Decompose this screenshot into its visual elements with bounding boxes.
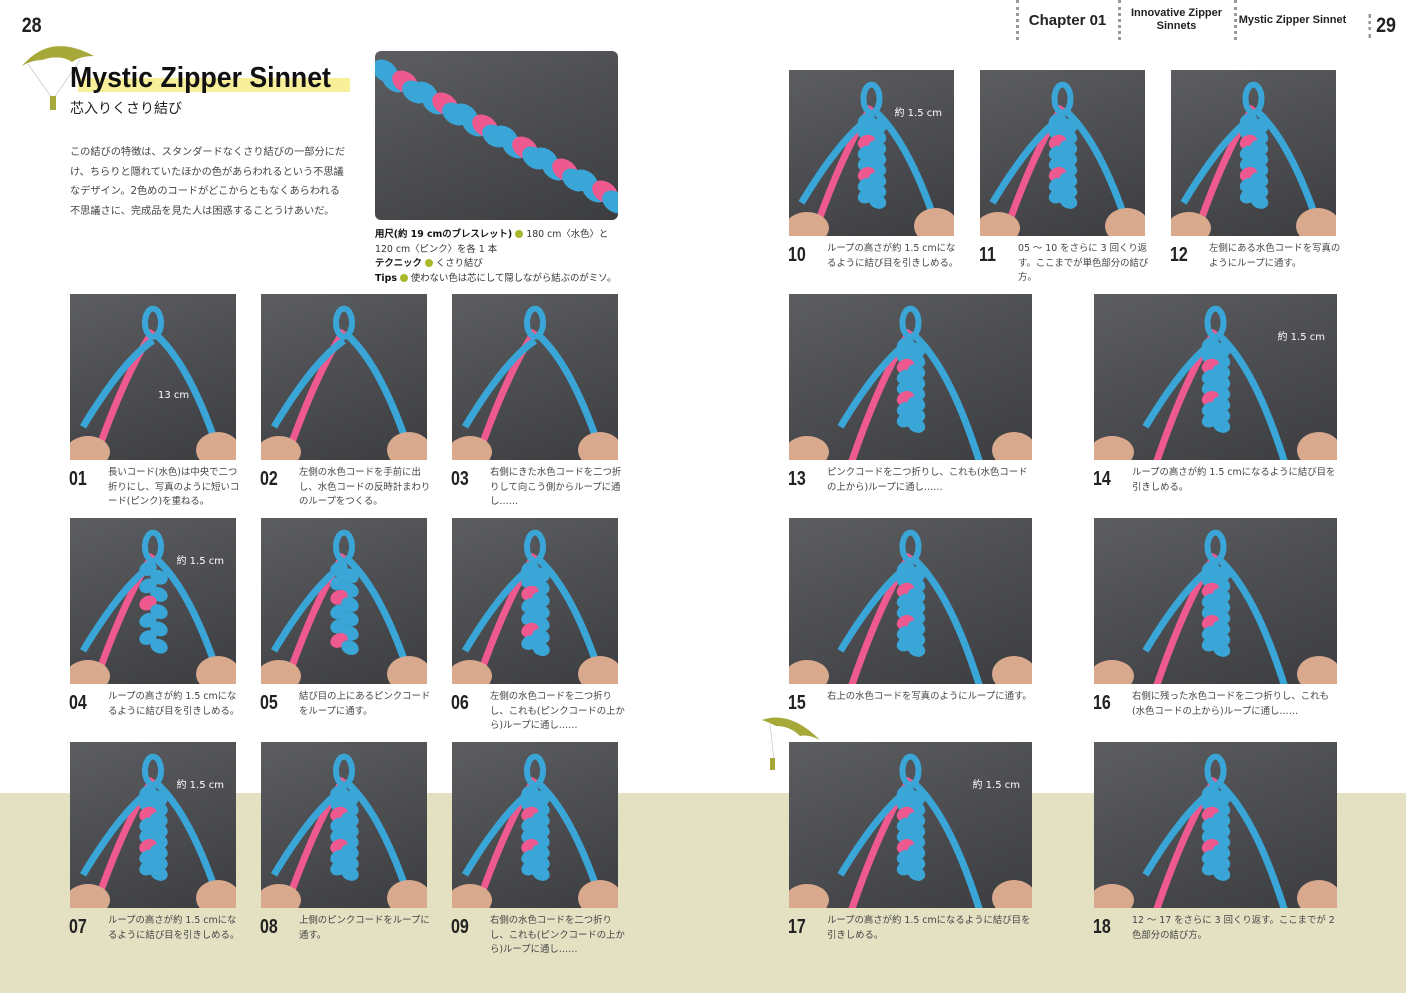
step-caption: 右上の水色コードを写真のようにループに通す。 — [827, 691, 1032, 702]
step-caption: ループの高さが約 1.5 cmになるように結び目を引きしめる。 — [1132, 467, 1336, 493]
step-caption: 右側にきた水色コードを二つ折りして向こう側からループに通し…… — [490, 467, 622, 507]
step-photo — [452, 742, 618, 908]
step-photo — [261, 518, 427, 684]
step-caption: ループの高さが約 1.5 cmになるように結び目を引きしめる。 — [108, 691, 240, 717]
step-caption: 長いコード(水色)は中央で二つ折りにし、写真のように短いコード(ピンク)を重ねる… — [108, 467, 240, 507]
step-caption: ループの高さが約 1.5 cmになるように結び目を引きしめる。 — [827, 915, 1031, 941]
spec-block: 用尺(約 19 cmのブレスレット)180 cm〈水色〉と 120 cm〈ピンク… — [375, 228, 625, 286]
tips-value: 使わない色は芯にして隠しながら結ぶのがミソ。 — [410, 272, 617, 284]
step-number: 13 — [788, 468, 806, 490]
step-number: 04 — [69, 692, 87, 714]
step-photo — [980, 70, 1145, 236]
step-photo — [1171, 70, 1336, 236]
technique-value: くさり結び — [435, 258, 483, 269]
step-number: 12 — [1170, 244, 1188, 266]
step-photo — [452, 294, 618, 460]
step-number: 07 — [69, 916, 87, 938]
step-photo — [789, 294, 1032, 460]
step-caption: 右側に残った水色コードを二つ折りし、これも(水色コードの上から)ループに通し…… — [1132, 691, 1329, 717]
title-highlight — [78, 78, 350, 92]
step-number: 01 — [69, 468, 87, 490]
header-tab-section: Innovative Zipper Sinnets — [1118, 0, 1232, 40]
step-number: 10 — [788, 244, 806, 266]
bullet-icon — [424, 259, 433, 267]
step-number: 03 — [451, 468, 469, 490]
step-number: 06 — [451, 692, 469, 714]
step-number: 18 — [1093, 916, 1111, 938]
finished-bracelet-photo — [375, 51, 618, 220]
measurement-label: 約 1.5 cm — [1277, 332, 1326, 343]
step-photo — [1094, 518, 1337, 684]
step-photo: 約 1.5 cm — [789, 70, 954, 236]
measurement-label: 約 1.5 cm — [176, 780, 225, 791]
step-number: 11 — [979, 244, 996, 266]
page-subtitle: 芯入りくさり結び — [70, 101, 182, 117]
step-photo — [452, 518, 618, 684]
measurement-label: 約 1.5 cm — [894, 108, 943, 119]
step-photo: 13 cm — [70, 294, 236, 460]
measurement-label: 約 1.5 cm — [972, 780, 1021, 791]
step-number: 08 — [260, 916, 278, 938]
intro-text: この結びの特徴は、スタンダードなくさり結びの一部分にだけ、ちらりと隠れていたほか… — [70, 147, 346, 217]
step-caption: ピンクコードを二つ折りし、これも(水色コードの上から)ループに通し…… — [827, 467, 1028, 493]
step-photo: 約 1.5 cm — [70, 742, 236, 908]
parachute-icon — [22, 46, 94, 110]
size-value: 180 cm〈水色〉と 120 cm〈ピンク〉を各 1 本 — [375, 229, 609, 255]
step-caption: 左側にある水色コードを写真のようにループに通す。 — [1209, 243, 1341, 269]
step-caption: 05 ～ 10 をさらに 3 回くり返す。ここまでが単色部分の結び方。 — [1018, 243, 1149, 283]
measurement-label: 13 cm — [158, 390, 190, 401]
step-number: 09 — [451, 916, 469, 938]
tips-label: Tips — [375, 272, 397, 284]
step-number: 17 — [788, 916, 806, 938]
page-number-left: 28 — [21, 14, 42, 37]
step-photo — [261, 294, 427, 460]
step-number: 15 — [788, 692, 806, 714]
parachute-icon — [762, 717, 820, 770]
step-photo: 約 1.5 cm — [1094, 294, 1337, 460]
step-number: 14 — [1093, 468, 1111, 490]
step-caption: 右側の水色コードを二つ折りし、これも(ピンクコードの上から)ループに通し…… — [490, 915, 625, 955]
bullet-icon — [399, 273, 408, 282]
step-caption: 上側のピンクコードをループに通す。 — [299, 915, 430, 941]
step-caption: 左側の水色コードを手前に出し、水色コードの反時計まわりのループをつくる。 — [299, 467, 431, 507]
step-photo: 約 1.5 cm — [789, 742, 1032, 908]
step-number: 02 — [260, 468, 278, 490]
page-title: Mystic Zipper Sinnet — [70, 62, 331, 94]
measurement-label: 約 1.5 cm — [176, 556, 225, 567]
step-photo — [789, 518, 1032, 684]
step-photo — [1094, 742, 1337, 908]
step-caption: ループの高さが約 1.5 cmになるように結び目を引きしめる。 — [108, 915, 240, 941]
step-caption: 12 ～ 17 をさらに 3 回くり返す。ここまでが 2 色部分の結び方。 — [1132, 915, 1335, 941]
step-number: 05 — [260, 692, 278, 714]
step-caption: 左側の水色コードを二つ折りし、これも(ピンクコードの上から)ループに通し…… — [490, 691, 625, 731]
page-number-right: 29 — [1368, 14, 1396, 38]
header-tab-chapter: Chapter 01 — [1016, 0, 1116, 40]
step-photo — [261, 742, 427, 908]
bullet-icon — [515, 230, 524, 238]
size-label: 用尺(約 19 cmのブレスレット) — [375, 229, 513, 240]
header-tab-topic: Mystic Zipper Sinnet — [1234, 0, 1348, 40]
step-caption: 結び目の上にあるピンクコードをループに通す。 — [299, 691, 431, 717]
step-photo: 約 1.5 cm — [70, 518, 236, 684]
technique-label: テクニック — [375, 258, 422, 269]
step-number: 16 — [1093, 692, 1111, 714]
step-caption: ループの高さが約 1.5 cmになるように結び目を引きしめる。 — [827, 243, 959, 269]
